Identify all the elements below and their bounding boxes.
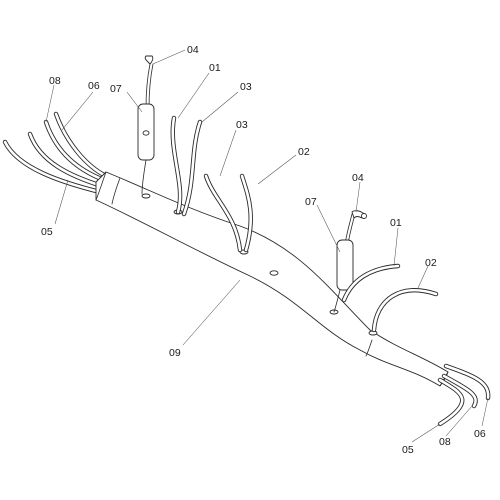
harness-sleeve — [95, 171, 449, 387]
callout-03: 03 — [240, 81, 252, 93]
callout-06: 06 — [88, 80, 100, 92]
callout-05: 05 — [41, 226, 53, 238]
callout-labels: 04 01 03 07 06 08 03 02 05 04 07 01 02 0… — [41, 44, 486, 456]
callout-08: 08 — [49, 75, 61, 87]
callout-09: 09 — [169, 347, 181, 359]
vertical-hoses — [170, 115, 253, 253]
right-hose-bundle — [437, 363, 491, 427]
callout-08: 08 — [439, 436, 451, 448]
callout-07: 07 — [110, 83, 122, 95]
callout-07: 07 — [305, 196, 317, 208]
callout-02: 02 — [425, 257, 437, 269]
callout-03: 03 — [236, 119, 248, 131]
left-hose-bundle — [2, 111, 109, 195]
callout-04: 04 — [352, 172, 364, 184]
callout-02: 02 — [298, 146, 310, 158]
callout-01: 01 — [390, 217, 402, 229]
callout-05: 05 — [402, 444, 414, 456]
valve-left — [137, 55, 155, 195]
valve-right — [333, 210, 367, 313]
callout-04: 04 — [187, 44, 199, 56]
callout-06: 06 — [474, 428, 486, 440]
right-branch-hoses — [341, 263, 439, 333]
callout-01: 01 — [209, 62, 221, 74]
leader-lines — [45, 49, 489, 443]
